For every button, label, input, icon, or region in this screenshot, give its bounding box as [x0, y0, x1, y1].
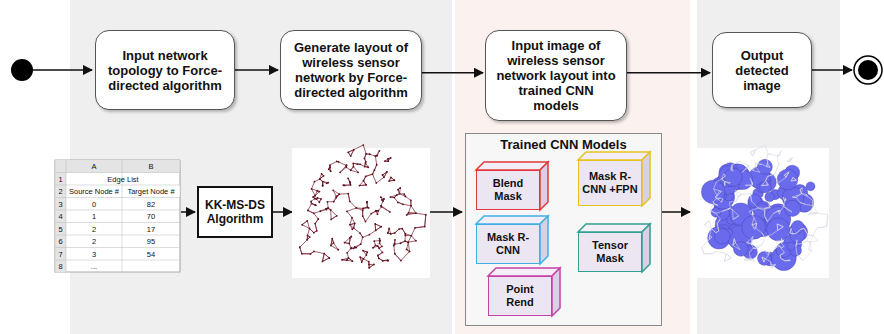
end-dot [858, 60, 878, 80]
table-cell: 1 [66, 212, 122, 221]
process-box: Generate layout of wireless sensor netwo… [280, 30, 422, 110]
node-label: Point Rend [492, 283, 548, 309]
table-cell: 82 [122, 200, 180, 209]
table-cell: 95 [122, 237, 180, 246]
image-frame [292, 148, 430, 278]
flow-arrow [627, 72, 710, 74]
table-cell: 2 [55, 187, 66, 196]
process-box: Input image of wireless sensor network l… [485, 30, 627, 121]
model-cube: Mask R-CNN [476, 224, 540, 264]
table-cell: A [66, 162, 122, 171]
algorithm-box: KK-MS-DS Algorithm [197, 186, 273, 238]
cube-depth [578, 160, 642, 206]
table-cell: Target Node # [122, 187, 180, 196]
table-cell: 3 [55, 200, 66, 209]
table-cell: 4 [55, 212, 66, 221]
table-cell: 5 [55, 225, 66, 234]
cube-depth [476, 224, 540, 264]
table-cell: 1 [55, 175, 66, 184]
table-cell: 7 [55, 250, 66, 259]
flow-arrow [273, 211, 292, 213]
node-label: Blend Mask [480, 177, 536, 203]
model-cube: Blend Mask [476, 170, 540, 210]
table-cell: 2 [66, 225, 122, 234]
table-cell: Source Node # [66, 187, 122, 196]
end-ring [854, 56, 882, 84]
model-cube: Mask R-CNN +FPN [578, 160, 642, 206]
node-label: Mask R-CNN [480, 231, 536, 257]
cube-depth [578, 232, 642, 272]
model-cube: Point Rend [488, 276, 552, 316]
detected-image [701, 145, 827, 270]
network-layout-image [299, 144, 427, 269]
node-label: Generate layout of wireless sensor netwo… [289, 40, 413, 100]
model-group: Trained CNN ModelsBlend Mask Mask R-CNN +… [465, 133, 662, 326]
panel [455, 0, 690, 334]
table-cell: 3 [66, 250, 122, 259]
panel [697, 0, 840, 334]
node-label: Mask R-CNN +FPN [582, 170, 638, 196]
cube-depth [488, 276, 552, 316]
table-cell: 6 [55, 237, 66, 246]
process-box: Input network topology to Force-directed… [95, 30, 235, 110]
cube-depth [476, 170, 540, 210]
flow-arrow [422, 72, 483, 74]
table-cell: 2 [66, 237, 122, 246]
flow-arrow [812, 69, 852, 71]
table-cell: 70 [122, 212, 180, 221]
node-label: KK-MS-DS Algorithm [203, 198, 267, 226]
model-cube: Tensor Mask [578, 232, 642, 272]
table-cell: 54 [122, 250, 180, 259]
spreadsheet [55, 160, 180, 273]
group-title: Trained CNN Models [500, 137, 626, 152]
table-cell: B [122, 162, 180, 171]
flow-arrow [430, 211, 462, 213]
node-label: Tensor Mask [582, 239, 638, 265]
flow-arrow [33, 69, 92, 71]
table-cell: 8 [55, 262, 66, 271]
node-label: Input network topology to Force-directed… [104, 48, 226, 93]
start-dot [11, 59, 33, 81]
table-cell: 17 [122, 225, 180, 234]
flow-arrow [662, 211, 690, 213]
flow-arrow [181, 211, 195, 213]
table-cell: Edge List [66, 175, 180, 184]
process-box: Output detected image [712, 32, 812, 108]
node-label: Input image of wireless sensor network l… [494, 38, 618, 113]
image-frame [697, 148, 829, 278]
table-cell: 0 [66, 200, 122, 209]
flow-arrow [235, 69, 278, 71]
table-cell: ... [66, 262, 122, 271]
node-label: Output detected image [721, 48, 803, 93]
